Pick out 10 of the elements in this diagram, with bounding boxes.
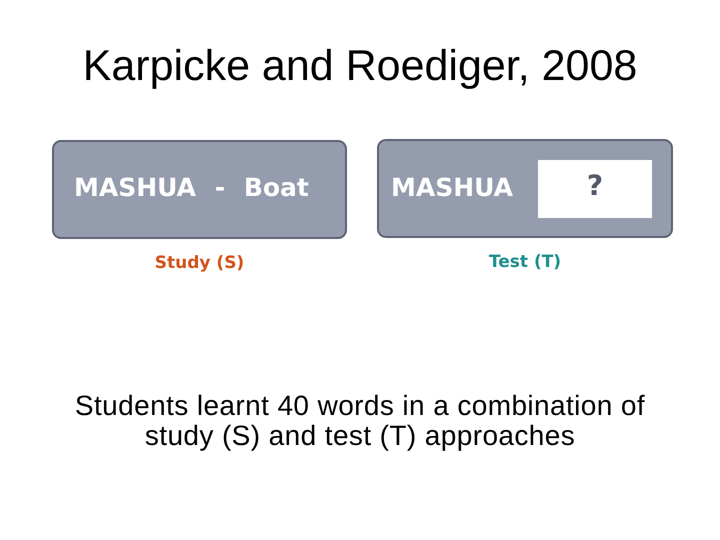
slide-title: Karpicke and Roediger, 2008	[82, 42, 638, 92]
word-pair-text: MASHUA	[391, 174, 514, 202]
condition-label: Test (T)	[488, 252, 562, 272]
caption-text: Students learnt 40 words in a combination of study (S) and test (T) approaches	[74, 391, 646, 451]
condition-label: Study (S)	[154, 253, 246, 273]
question-mark: ?	[586, 171, 604, 202]
flashcard	[52, 140, 347, 239]
answer-box	[538, 160, 652, 218]
flashcard	[377, 139, 673, 238]
word-pair-text: MASHUA - Boat	[74, 174, 309, 202]
